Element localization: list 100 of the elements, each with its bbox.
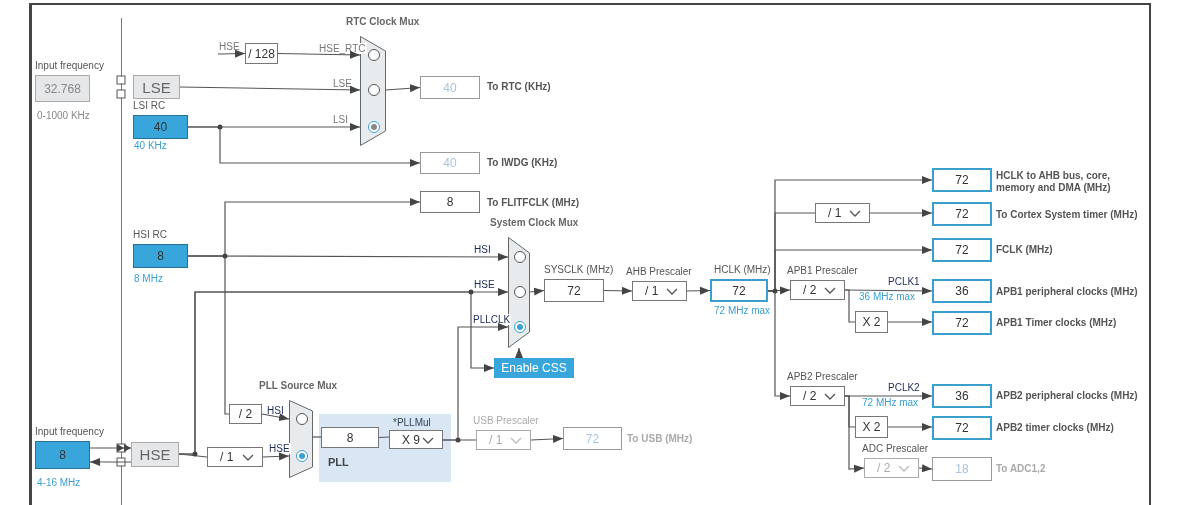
frequency-field: 40 xyxy=(420,152,480,174)
connector-line xyxy=(378,436,390,439)
field-label: *PLLMul xyxy=(393,417,431,428)
arrow xyxy=(217,49,246,58)
output-label: To ADC1,2 xyxy=(996,463,1046,474)
arrow xyxy=(530,434,564,443)
field-label: LSI RC xyxy=(133,100,166,111)
edge-label: HSI xyxy=(266,405,285,416)
frequency-field: 36 xyxy=(932,279,992,303)
output-label: APB2 peripheral clocks (MHz) xyxy=(996,390,1138,401)
info-label: 72 MHz max xyxy=(862,397,919,408)
frequency-field: 72 xyxy=(932,311,992,335)
output-label: FCLK (MHz) xyxy=(996,244,1053,255)
arrow xyxy=(262,452,290,461)
edge-label: PLLCLK xyxy=(472,314,512,325)
arrow xyxy=(869,209,933,217)
arrow xyxy=(277,50,361,59)
prescaler-dropdown: / 1 xyxy=(476,430,531,450)
edge-label: HSE xyxy=(268,443,291,454)
field-label: USB Prescaler xyxy=(473,415,539,426)
frequency-field: 36 xyxy=(932,384,992,408)
frequency-field: 72 xyxy=(932,202,992,226)
edge-label: LSE xyxy=(332,78,353,89)
prescaler-dropdown: / 1 xyxy=(815,203,870,223)
edge-label: HSI xyxy=(473,244,492,255)
enable-css-button: Enable CSS xyxy=(494,358,574,378)
output-label: APB1 peripheral clocks (MHz) xyxy=(996,286,1138,297)
arrow xyxy=(918,464,933,473)
mux-title: PLL Source Mux xyxy=(259,380,338,391)
field-label: SYSCLK (MHz) xyxy=(544,264,614,275)
connector-line xyxy=(178,453,208,458)
info-label: 8 MHz xyxy=(134,273,163,284)
edge-label: PCLK2 xyxy=(887,382,921,393)
prescaler-dropdown: / 1 xyxy=(207,447,263,467)
output-label: To RTC (KHz) xyxy=(487,81,551,92)
frequency-field: 72 xyxy=(932,238,992,262)
output-label: HCLK to AHB bus, core, memory and DMA (MHz) xyxy=(996,170,1112,194)
frequency-field: 72 xyxy=(932,416,992,440)
arrow xyxy=(515,347,523,359)
info-label: 36 MHz max xyxy=(859,291,916,302)
arrow xyxy=(529,287,545,296)
oscillator-box: LSE xyxy=(133,75,180,99)
field-label: Input frequency xyxy=(35,426,104,437)
output-label: To IWDG (KHz) xyxy=(487,157,558,168)
output-label: To Cortex System timer (MHz) xyxy=(996,209,1138,220)
info-label: 40 KHz xyxy=(134,140,167,151)
prescaler-dropdown: X 9 xyxy=(389,430,443,449)
arrow xyxy=(887,423,933,431)
pll-band xyxy=(319,414,451,482)
oscillator-box: 8 xyxy=(133,244,188,268)
arrow xyxy=(385,84,421,93)
frequency-field: 72 xyxy=(563,427,622,450)
band-label: PLL xyxy=(328,456,349,468)
edge-label: HSE xyxy=(218,41,241,52)
mux-title: RTC Clock Mux xyxy=(346,16,420,27)
output-label: To FLITFCLK (MHz) xyxy=(487,197,579,208)
field-label: AHB Prescaler xyxy=(626,266,692,277)
field-label: ADC Prescaler xyxy=(862,443,929,454)
edge-label: HSE xyxy=(473,279,496,290)
connector-line xyxy=(844,289,856,323)
field-label: HSI RC xyxy=(133,229,167,240)
mux-title: System Clock Mux xyxy=(490,217,579,228)
field-label: APB1 Prescaler xyxy=(787,265,858,276)
prescaler-dropdown: / 2 xyxy=(790,280,845,300)
arrow xyxy=(767,290,791,400)
prescaler-dropdown: / 1 xyxy=(632,281,687,301)
arrow xyxy=(179,85,361,94)
field-label: APB2 Prescaler xyxy=(787,371,858,382)
info-label: 0-1000 KHz xyxy=(37,110,90,121)
arrow xyxy=(887,318,933,326)
frequency-field: 18 xyxy=(932,457,992,481)
arrow xyxy=(603,286,633,295)
arrow xyxy=(89,458,132,466)
edge-label: PCLK1 xyxy=(887,276,921,287)
connector-line xyxy=(442,439,477,441)
arrow xyxy=(686,286,711,295)
frequency-field: 8 xyxy=(35,441,90,469)
output-label: To USB (MHz) xyxy=(627,433,693,444)
frequency-field: 40 xyxy=(420,76,480,99)
edge-label: LSI xyxy=(332,114,349,125)
frequency-field: 72 xyxy=(710,279,768,302)
info-label: 4-16 MHz xyxy=(37,477,81,488)
output-label: APB1 Timer clocks (MHz) xyxy=(996,317,1117,328)
prescaler-dropdown: / 2 xyxy=(790,386,845,406)
oscillator-box: 40 xyxy=(133,115,188,139)
connector-line xyxy=(187,255,230,415)
field-label: HCLK (MHz) xyxy=(714,264,771,275)
edge-label: HSE_RTC xyxy=(318,43,367,54)
frequency-field: 8 xyxy=(420,191,480,213)
frequency-field: 32.768 xyxy=(35,75,90,102)
output-label: APB2 timer clocks (MHz) xyxy=(996,422,1114,433)
prescaler-dropdown: / 2 xyxy=(864,458,919,478)
frequency-field: 72 xyxy=(932,168,992,192)
arrow xyxy=(261,413,290,422)
frequency-field: 72 xyxy=(544,279,604,302)
info-label: 72 MHz max xyxy=(714,305,771,316)
frequency-field: 8 xyxy=(321,427,379,448)
oscillator-box: HSE xyxy=(131,442,179,467)
arrow xyxy=(187,126,421,167)
field-label: Input frequency xyxy=(35,60,104,71)
